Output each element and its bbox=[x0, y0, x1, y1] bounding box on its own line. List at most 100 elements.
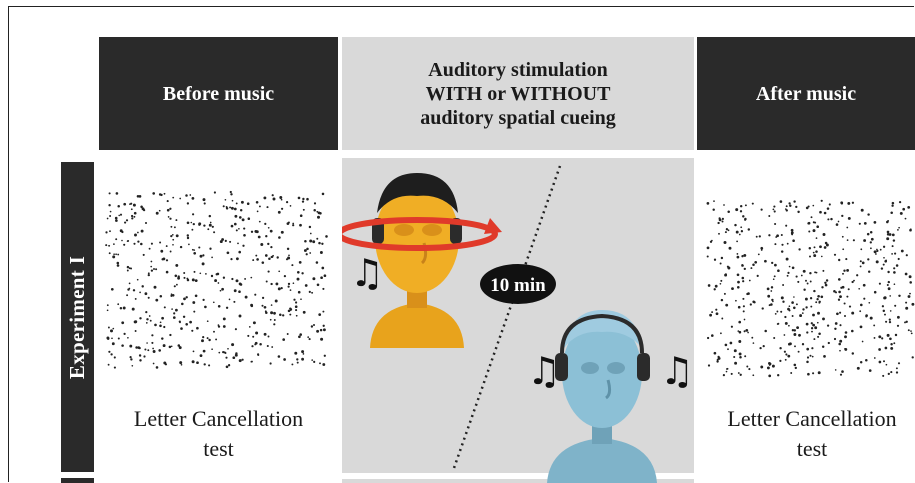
cancellation-dot bbox=[308, 338, 311, 341]
cancellation-dot bbox=[869, 316, 873, 320]
cancellation-dot bbox=[870, 247, 872, 250]
cancellation-dot bbox=[834, 291, 838, 294]
cancellation-dot bbox=[194, 279, 198, 282]
cancellation-dot bbox=[841, 235, 844, 238]
cancellation-dot bbox=[164, 363, 168, 366]
cancellation-dot bbox=[217, 282, 220, 284]
cancellation-dot bbox=[813, 254, 817, 258]
cancellation-dot bbox=[812, 313, 815, 317]
cancellation-dot bbox=[295, 309, 298, 312]
cancellation-dot bbox=[158, 193, 162, 196]
cancellation-dot bbox=[841, 214, 844, 218]
cancellation-dot bbox=[724, 343, 728, 347]
cancellation-dot bbox=[896, 315, 900, 319]
cancellation-dot bbox=[177, 344, 181, 347]
cancellation-dot bbox=[138, 354, 142, 357]
cancellation-dot bbox=[128, 267, 131, 270]
cancellation-dot bbox=[248, 326, 251, 328]
cancellation-dot bbox=[823, 246, 827, 249]
cancellation-dot bbox=[107, 326, 110, 329]
cancellation-dot bbox=[870, 237, 874, 241]
cancellation-dot bbox=[782, 300, 785, 303]
cancellation-dot bbox=[145, 322, 148, 324]
cancellation-dot bbox=[899, 211, 903, 215]
cancellation-dot bbox=[869, 230, 873, 234]
cancellation-dot bbox=[181, 302, 184, 306]
cancellation-dot bbox=[815, 237, 818, 239]
cancellation-dot bbox=[801, 343, 805, 346]
cancellation-dot bbox=[861, 340, 864, 343]
cancellation-dot bbox=[739, 210, 743, 213]
cancellation-dot bbox=[121, 344, 124, 347]
cancellation-dot bbox=[793, 296, 795, 298]
cancellation-dot bbox=[869, 241, 872, 244]
cancellation-dot bbox=[177, 275, 180, 278]
cancellation-dot bbox=[116, 264, 120, 267]
letter-cancellation-sheet-after bbox=[706, 199, 915, 378]
cancellation-dot bbox=[202, 254, 205, 257]
cancellation-dot bbox=[118, 214, 120, 217]
cancellation-dot bbox=[896, 324, 900, 327]
cancellation-dot bbox=[225, 205, 228, 208]
cancellation-dot bbox=[265, 235, 268, 238]
cancellation-dot bbox=[791, 301, 794, 304]
cancellation-dot bbox=[310, 325, 314, 328]
cancellation-dot bbox=[107, 363, 110, 366]
cancellation-dot bbox=[907, 295, 911, 298]
cancellation-dot bbox=[798, 333, 801, 337]
cancellation-dot bbox=[824, 283, 828, 287]
cancellation-dot bbox=[826, 207, 830, 210]
music-note-icon-2: ♫ bbox=[527, 349, 561, 393]
cancellation-dot bbox=[867, 213, 870, 216]
cancellation-dot bbox=[152, 192, 156, 195]
cancellation-dot bbox=[873, 336, 876, 339]
cancellation-dot bbox=[140, 205, 143, 209]
cancellation-dot bbox=[783, 350, 786, 353]
cancellation-dot bbox=[312, 323, 316, 327]
cancellation-dot bbox=[325, 235, 328, 238]
cancellation-dot bbox=[173, 312, 176, 315]
cancellation-dot bbox=[837, 298, 841, 301]
cancellation-dot bbox=[720, 256, 724, 260]
cancellation-dot bbox=[737, 330, 740, 332]
cancellation-dot bbox=[163, 306, 166, 309]
cancellation-dot bbox=[911, 302, 915, 306]
cancellation-dot bbox=[271, 194, 274, 197]
cancellation-dot bbox=[741, 255, 744, 258]
cancellation-dot bbox=[880, 267, 884, 270]
cancellation-dot bbox=[742, 215, 745, 218]
cancellation-dot bbox=[890, 371, 893, 374]
cancellation-dot bbox=[148, 247, 151, 250]
cancellation-dot bbox=[742, 305, 745, 308]
cancellation-dot bbox=[311, 359, 314, 361]
cancellation-dot bbox=[176, 283, 178, 286]
cancellation-dot bbox=[721, 220, 724, 223]
cancellation-dot bbox=[231, 199, 234, 202]
cancellation-dot bbox=[222, 276, 226, 279]
cancellation-dot bbox=[235, 279, 239, 283]
cancellation-dot bbox=[323, 354, 326, 357]
cancellation-dot bbox=[263, 305, 267, 309]
cancellation-dot bbox=[859, 260, 862, 263]
cancellation-dot bbox=[186, 234, 190, 237]
cancellation-dot bbox=[186, 221, 190, 225]
cancellation-dot bbox=[213, 191, 216, 194]
cancellation-dot bbox=[186, 236, 190, 240]
cancellation-dot bbox=[193, 251, 197, 255]
cancellation-dot bbox=[140, 242, 143, 246]
cancellation-dot bbox=[237, 242, 239, 245]
cancellation-dot bbox=[736, 253, 739, 255]
cancellation-dot bbox=[154, 323, 157, 327]
cancellation-dot bbox=[259, 343, 262, 346]
cancellation-dot bbox=[834, 369, 837, 371]
cancellation-dot bbox=[798, 248, 801, 251]
cancellation-dot bbox=[706, 202, 710, 205]
cancellation-dot bbox=[879, 248, 882, 251]
cancellation-dot bbox=[843, 269, 846, 272]
cancellation-dot bbox=[188, 243, 190, 246]
cancellation-dot bbox=[734, 223, 737, 227]
cancellation-dot bbox=[723, 241, 727, 244]
cancellation-dot bbox=[175, 308, 178, 312]
cancellation-dot bbox=[266, 206, 269, 209]
cancellation-dot bbox=[233, 300, 236, 303]
